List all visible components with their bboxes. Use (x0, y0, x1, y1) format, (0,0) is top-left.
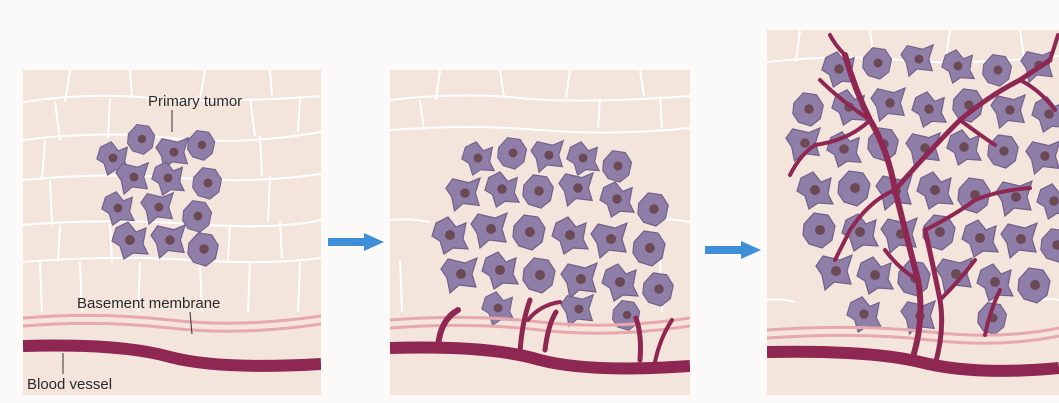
blood-vessel-label: Blood vessel (27, 376, 112, 393)
basement-membrane-label: Basement membrane (77, 295, 220, 312)
primary-tumor-label: Primary tumor (148, 93, 242, 110)
stage-2-panel (390, 70, 690, 395)
stage-arrow-2 (705, 241, 761, 259)
stage-3-panel (767, 30, 1059, 395)
stage-arrow-1 (328, 233, 384, 251)
